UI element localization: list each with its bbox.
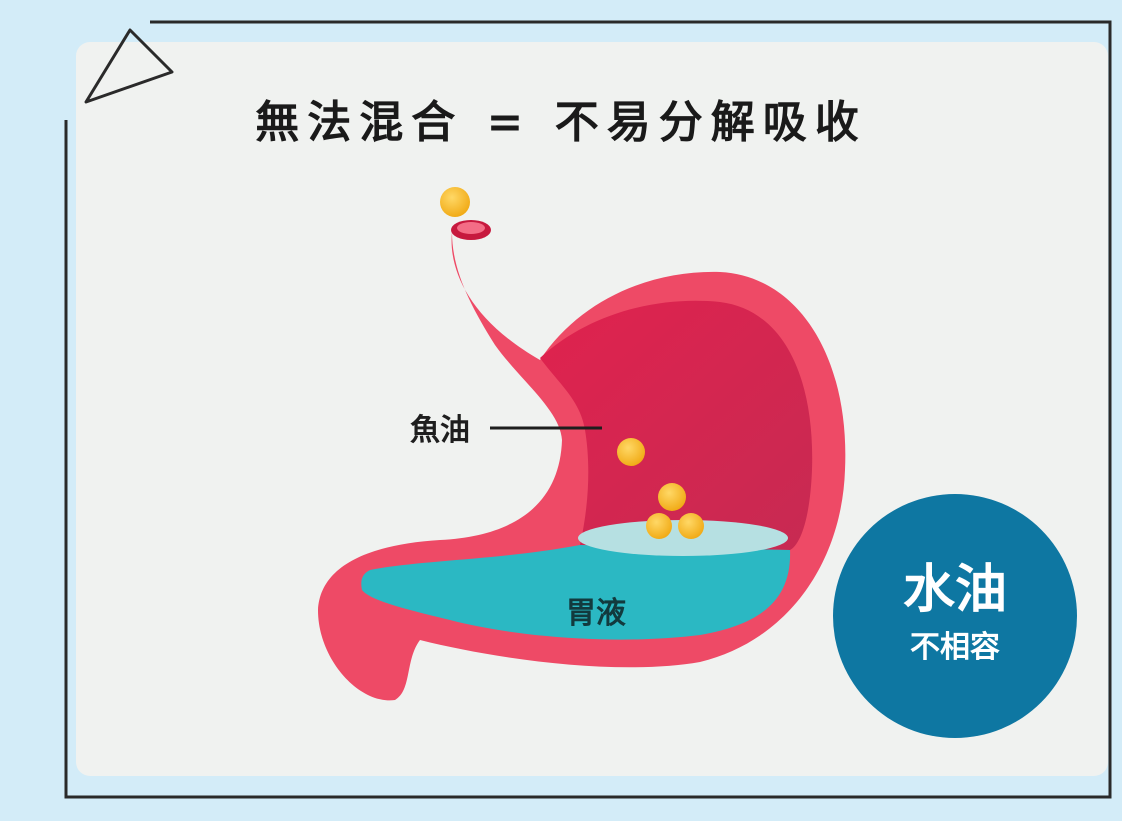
incompatibility-badge: 水油 不相容 <box>833 494 1077 738</box>
gastric-juice-pool <box>361 545 791 640</box>
gastric-juice-label: 胃液 <box>566 596 626 631</box>
page-title: 無法混合 = 不易分解吸收 <box>255 97 867 148</box>
fish-oil-label: 魚油 <box>410 413 470 448</box>
frame-border <box>64 20 1112 799</box>
esophagus-rim <box>457 222 485 234</box>
oil-droplet-icon <box>617 438 645 466</box>
gastric-juice-surface <box>578 520 788 556</box>
corner-triangle-icon <box>84 28 174 104</box>
badge-sub-text: 不相容 <box>910 630 1000 665</box>
stomach-cavity <box>540 300 813 550</box>
oil-droplet-icon <box>440 187 470 217</box>
oil-droplet-icon <box>658 483 686 511</box>
oil-droplet-icon <box>678 513 704 539</box>
badge-main-text: 水油 <box>902 560 1007 620</box>
oil-droplet-icon <box>646 513 672 539</box>
